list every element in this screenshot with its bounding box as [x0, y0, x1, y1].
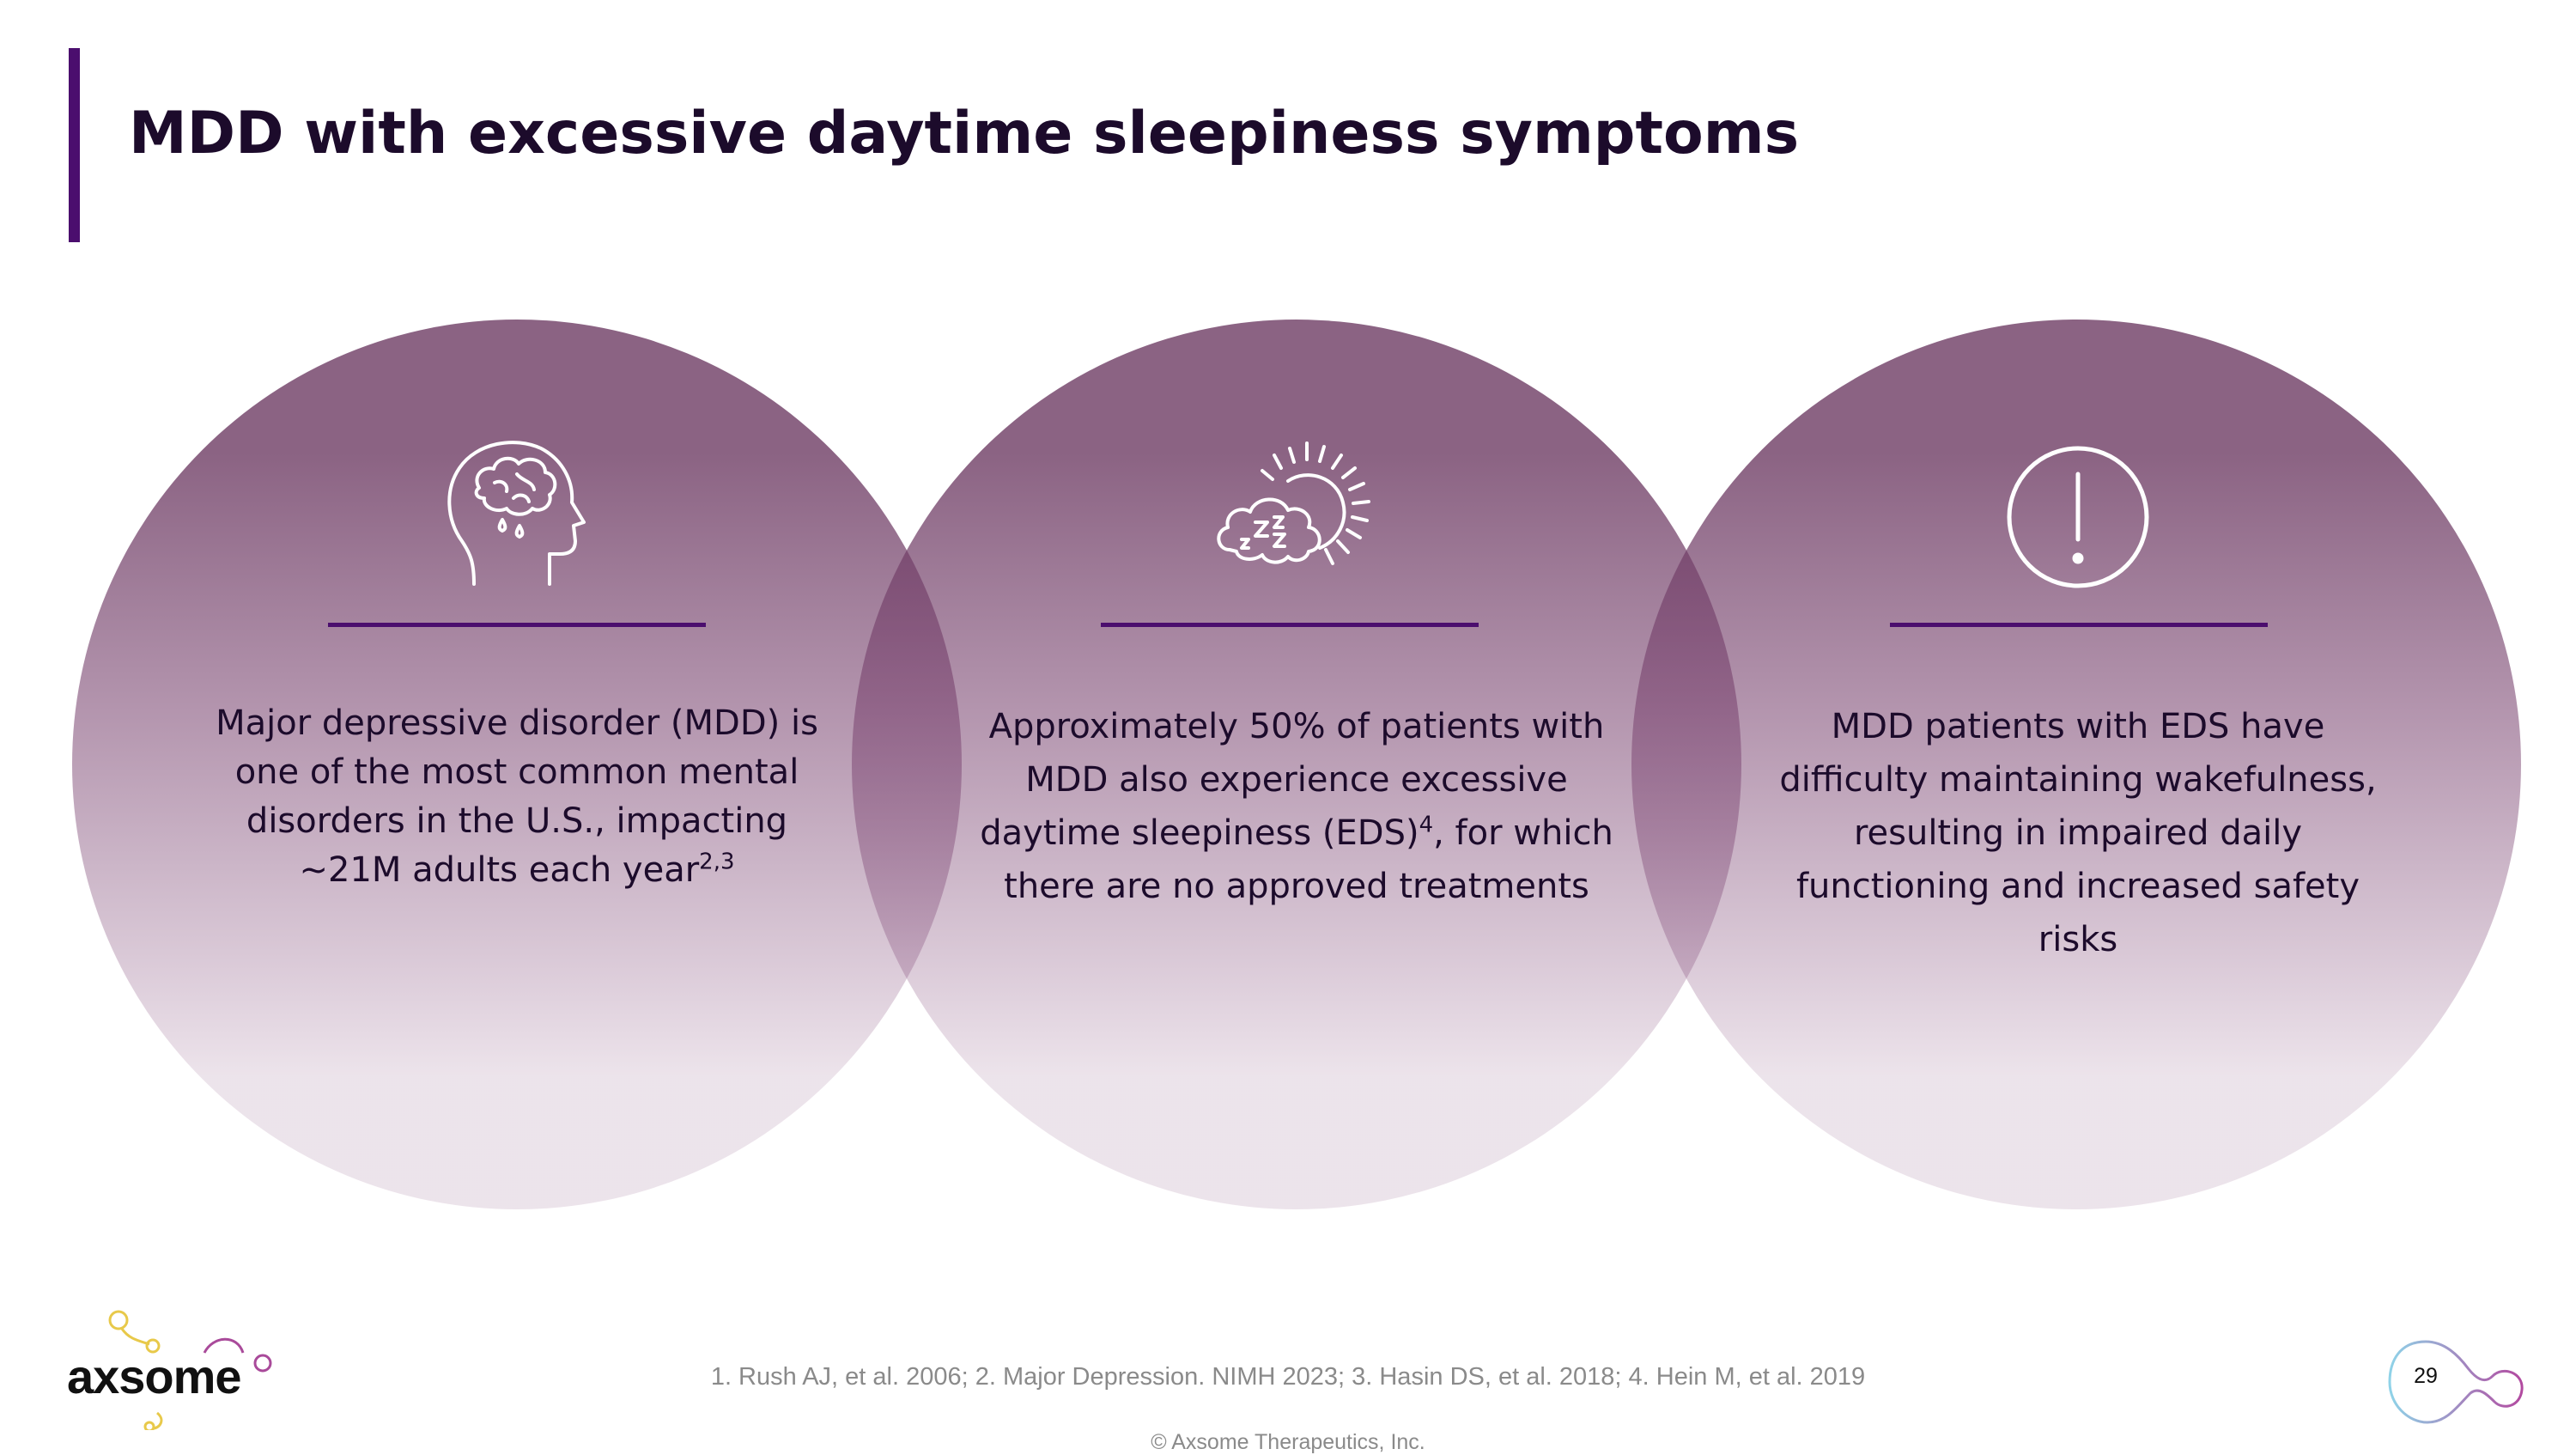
card-text-2: Approximately 50% of patients with MDD a… — [970, 700, 1623, 913]
divider-line-3 — [1890, 623, 2268, 627]
page-title: MDD with excessive daytime sleepiness sy… — [129, 100, 1800, 167]
page-number-badge-icon — [2388, 1340, 2524, 1424]
divider-line-1 — [328, 623, 706, 627]
sleep-cloud-sun-icon — [1217, 441, 1370, 565]
card-text-2-body-end: , for which there are no approved treatm… — [1004, 813, 1613, 906]
card-circle-1 — [72, 320, 962, 1209]
title-accent-bar — [69, 48, 80, 242]
references-footnote: 1. Rush AJ, et al. 2006; 2. Major Depres… — [710, 1363, 1866, 1391]
card-text-1: Major depressive disorder (MDD) is one o… — [191, 699, 843, 895]
page-number: 29 — [2414, 1364, 2438, 1388]
axsome-logo-mark — [108, 1310, 272, 1430]
card-text-1-body: Major depressive disorder (MDD) is one o… — [216, 703, 818, 890]
card-circle-3 — [1631, 320, 2521, 1209]
copyright-notice: © Axsome Therapeutics, Inc. — [1151, 1430, 1425, 1454]
card-text-3-body: MDD patients with EDS have difficulty ma… — [1779, 707, 2377, 959]
card-text-1-superscript: 2,3 — [699, 849, 735, 875]
card-text-2-body: Approximately 50% of patients with MDD a… — [980, 707, 1605, 853]
card-text-3: MDD patients with EDS have difficulty ma… — [1752, 700, 2404, 966]
head-brain-tears-icon — [447, 441, 586, 586]
axsome-logo-text: axsome — [67, 1349, 242, 1403]
divider-line-2 — [1101, 623, 1479, 627]
card-circle-2 — [852, 320, 1741, 1209]
card-text-2-superscript: 4 — [1419, 812, 1434, 838]
exclamation-circle-icon — [2007, 446, 2149, 588]
